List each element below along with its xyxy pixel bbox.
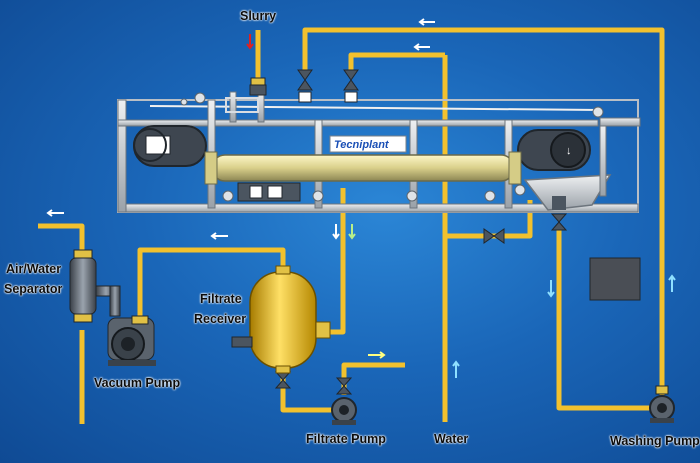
washing-pump bbox=[649, 385, 675, 423]
filtrate-pump-out-pipe bbox=[341, 362, 405, 395]
filtrate-pump bbox=[331, 397, 357, 425]
receiver-drain-valve bbox=[274, 371, 292, 389]
water-label: Water bbox=[434, 432, 469, 446]
vacuum-pump-label: Vacuum Pump bbox=[94, 376, 181, 390]
filtrate-pump-valve bbox=[335, 377, 353, 395]
flow-arrow-wash-up bbox=[668, 274, 676, 292]
flow-arrow-filtrate-out bbox=[368, 351, 386, 359]
flow-arrow-water-up bbox=[452, 360, 460, 378]
air-water-separator-label-2: Separator bbox=[4, 282, 63, 296]
slurry-valve bbox=[249, 77, 267, 96]
filtrate-pump-label: Filtrate Pump bbox=[306, 432, 386, 446]
flow-arrow-vacuum bbox=[210, 232, 228, 240]
wash-valve-1 bbox=[297, 69, 313, 103]
flow-arrow-separator bbox=[46, 209, 64, 217]
flow-arrow-filtrate-down bbox=[348, 224, 356, 240]
water-valve bbox=[483, 228, 505, 244]
slurry-label: Slurry bbox=[240, 9, 277, 23]
receiver-drain-pipe bbox=[280, 370, 335, 413]
flow-arrow-top-1 bbox=[418, 18, 435, 26]
svg-text:↓: ↓ bbox=[566, 145, 572, 157]
wash-return-pipe bbox=[556, 230, 652, 411]
flow-arrows bbox=[46, 18, 676, 378]
vacuum-line-pipe bbox=[137, 247, 286, 318]
air-water-separator bbox=[69, 249, 121, 323]
control-panel bbox=[589, 257, 641, 301]
wash-valve-2 bbox=[343, 69, 359, 103]
washing-pump-label: Washing Pump bbox=[610, 434, 700, 448]
flow-arrow-top-2 bbox=[413, 43, 430, 51]
flow-arrow-filtrate-down-2 bbox=[332, 224, 340, 240]
wash-water-pipe bbox=[302, 27, 665, 395]
wash-water-branch bbox=[348, 52, 445, 72]
air-water-separator-label-1: Air/Water bbox=[6, 262, 62, 276]
vacuum-pump bbox=[107, 315, 156, 366]
separator-inlet-pipe bbox=[38, 223, 85, 258]
filtrate-receiver-label-2: Receiver bbox=[194, 312, 247, 326]
filtrate-receiver bbox=[231, 265, 331, 374]
filtrate-receiver-label-1: Filtrate bbox=[200, 292, 242, 306]
flow-arrow-wash-down bbox=[547, 280, 555, 298]
slurry-arrow bbox=[246, 34, 254, 50]
belt-filter: ↓ bbox=[117, 91, 641, 213]
chute-valve bbox=[550, 213, 568, 231]
brand-label: Tecniplant bbox=[334, 139, 390, 151]
